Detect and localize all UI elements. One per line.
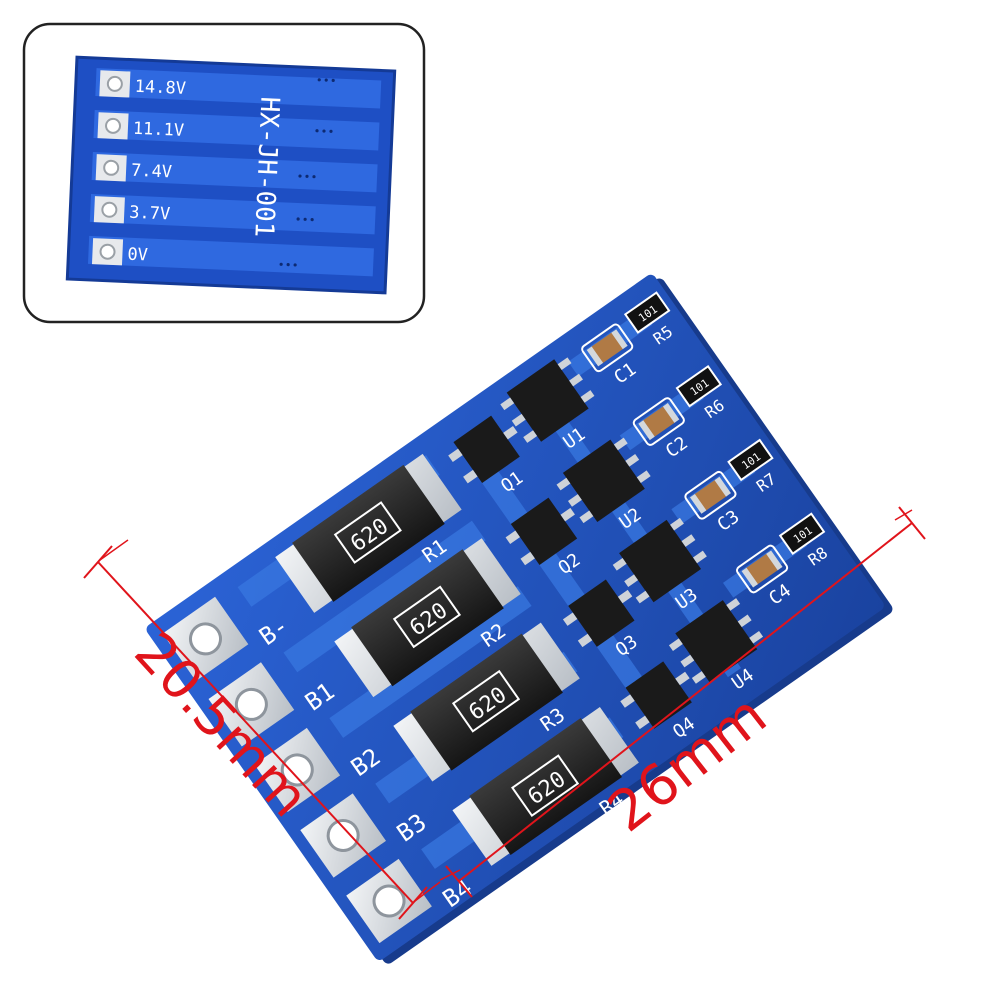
pad-b4 — [346, 858, 432, 944]
inset-vias — [279, 78, 335, 267]
inset-voltage-label: 0V — [127, 245, 148, 266]
dimension-height — [83, 539, 441, 920]
inset-board: 14.8V 11.1V 7.4V 3.7V 0V HX-JH-001 — [65, 55, 397, 295]
connection-pads — [162, 596, 432, 944]
inset-traces — [87, 68, 382, 277]
pad-b1 — [208, 662, 295, 747]
dimension-line-height — [97, 561, 414, 904]
inset-voltage-label: 14.8V — [134, 77, 186, 99]
inset-voltage-label: 7.4V — [131, 161, 173, 183]
pad-b2 — [254, 727, 341, 813]
inset-panel: 14.8V 11.1V 7.4V 3.7V 0V HX-JH-001 — [22, 22, 426, 324]
pad-b-minus — [162, 596, 249, 681]
inset-pads — [91, 70, 131, 266]
main-board: B- B1 B2 B3 B4 620 R1 620 R2 620 R3 — [146, 274, 893, 964]
dimension-width — [439, 506, 926, 898]
inset-board-code: HX-JH-001 — [248, 96, 284, 238]
inset-voltage-label: 3.7V — [129, 203, 171, 225]
inset-voltage-label: 11.1V — [132, 119, 184, 141]
dimension-line-width — [458, 522, 913, 882]
pad-b3 — [300, 793, 387, 878]
